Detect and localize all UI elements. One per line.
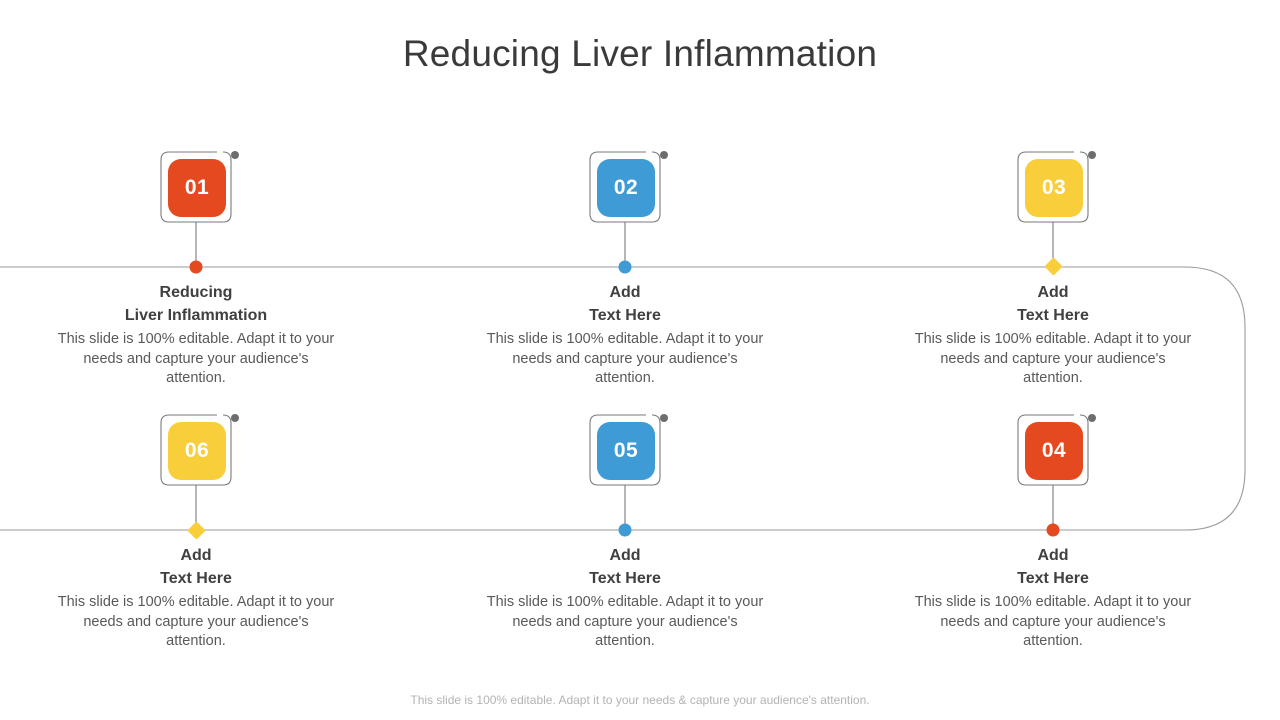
badge-accent-dot-icon xyxy=(231,414,239,422)
card-text-06: Add Text Here This slide is 100% editabl… xyxy=(46,544,346,652)
badge-number-06: 06 xyxy=(168,422,226,480)
badge-04[interactable]: 04 xyxy=(1014,411,1096,530)
footer-note: This slide is 100% editable. Adapt it to… xyxy=(410,693,870,707)
card-body: This slide is 100% editable. Adapt it to… xyxy=(57,331,335,386)
page-title: Reducing Liver Inflammation xyxy=(402,33,878,74)
badge-02[interactable]: 02 xyxy=(586,148,668,267)
badge-number-04: 04 xyxy=(1025,422,1083,480)
badge-outline-01 xyxy=(160,151,232,267)
card-heading: Add Text Here xyxy=(1017,547,1089,587)
badge-number-01: 01 xyxy=(168,159,226,217)
card-heading: Add Text Here xyxy=(1017,284,1089,324)
card-heading: Add Text Here xyxy=(589,547,661,587)
badge-accent-dot-icon xyxy=(231,151,239,159)
badge-05[interactable]: 05 xyxy=(586,411,668,530)
badge-accent-dot-icon xyxy=(660,151,668,159)
badge-number-03: 03 xyxy=(1025,159,1083,217)
card-body: This slide is 100% editable. Adapt it to… xyxy=(486,594,764,649)
card-body: This slide is 100% editable. Adapt it to… xyxy=(486,331,764,386)
card-text-05: Add Text Here This slide is 100% editabl… xyxy=(475,544,775,652)
card-heading: Add Text Here xyxy=(160,547,232,587)
card-text-02: Add Text Here This slide is 100% editabl… xyxy=(475,281,775,389)
badge-accent-dot-icon xyxy=(660,414,668,422)
badge-03[interactable]: 03 xyxy=(1014,148,1096,267)
card-body: This slide is 100% editable. Adapt it to… xyxy=(914,594,1192,649)
card-heading: Add Text Here xyxy=(589,284,661,324)
card-text-04: Add Text Here This slide is 100% editabl… xyxy=(903,544,1203,652)
card-heading: Reducing Liver Inflammation xyxy=(124,284,268,324)
card-text-01: Reducing Liver Inflammation This slide i… xyxy=(46,281,346,389)
card-body: This slide is 100% editable. Adapt it to… xyxy=(57,594,335,649)
badge-number-05: 05 xyxy=(597,422,655,480)
badge-outline-04 xyxy=(1017,414,1089,530)
badge-number-02: 02 xyxy=(597,159,655,217)
card-text-03: Add Text Here This slide is 100% editabl… xyxy=(903,281,1203,389)
badge-06[interactable]: 06 xyxy=(157,411,239,530)
card-body: This slide is 100% editable. Adapt it to… xyxy=(914,331,1192,386)
badge-outline-05 xyxy=(589,414,661,530)
badge-01[interactable]: 01 xyxy=(157,148,239,267)
badge-accent-dot-icon xyxy=(1088,414,1096,422)
badge-accent-dot-icon xyxy=(1088,151,1096,159)
badge-outline-02 xyxy=(589,151,661,267)
